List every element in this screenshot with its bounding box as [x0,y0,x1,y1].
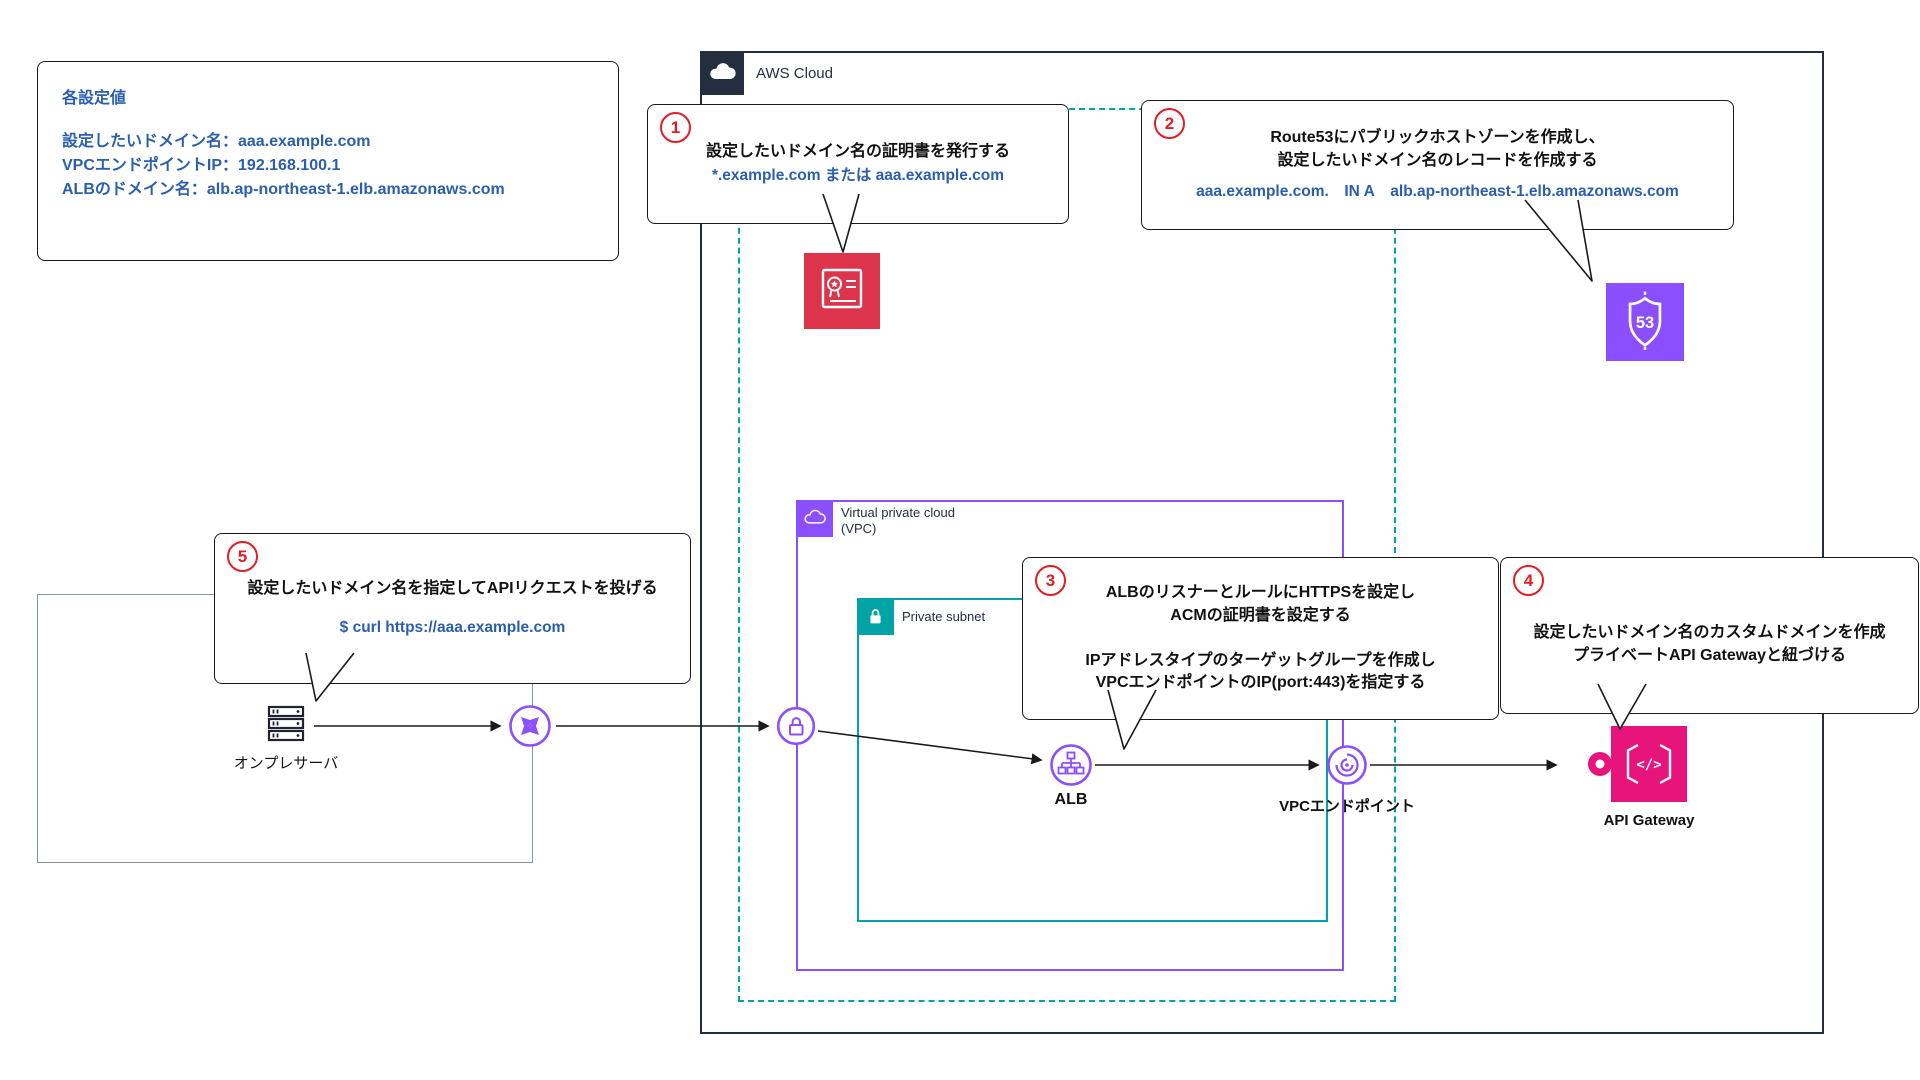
aws-cloud-icon [700,51,744,95]
callout-5-request: 5 設定したいドメイン名を指定してAPIリクエストを投げる $ curl htt… [214,533,691,684]
callout-3-alb: 3 ALBのリスナーとルールにHTTPSを設定し ACMの証明書を設定する IP… [1022,557,1499,720]
callout-3-line2: ACMの証明書を設定する [1170,606,1351,624]
callout-4-line2: プライベートAPI Gatewayと紐づける [1573,646,1846,664]
callout-3-line1: ALBのリスナーとルールにHTTPSを設定し [1105,584,1416,602]
callout-4-number: 4 [1513,565,1544,596]
callout-2-number: 2 [1154,108,1185,139]
callout-5-code: $ curl https://aaa.example.com [339,618,566,636]
onprem-server-icon [262,700,310,748]
callout-3-line5: VPCエンドポイントのIP(port:443)を指定する [1095,674,1426,692]
callout-5-number: 5 [227,541,258,572]
private-subnet-label: Private subnet [902,609,986,624]
config-line-alb-domain: ALBのドメイン名：alb.ap-northeast-1.elb.amazona… [62,181,505,198]
callout-2-line2: 設定したいドメイン名のレコードを作成する [1277,152,1598,169]
vpc-label-line2: (VPC) [841,521,877,537]
callout-1-acm: 1 設定したいドメイン名の証明書を発行する *.example.com または … [647,104,1069,224]
callout-1-code: *.example.com または aaa.example.com [711,167,1005,185]
private-subnet-icon [857,598,894,635]
callout-2-route53: 2 Route53にパブリックホストゾーンを作成し、 設定したいドメイン名のレコ… [1141,100,1734,230]
callout-2-line1: Route53にパブリックホストゾーンを作成し、 [1270,129,1605,147]
vpc-label: Virtual private cloud (VPC) [841,505,955,538]
aws-cloud-label: AWS Cloud [756,65,833,82]
aws-cloud-boundary [700,51,1824,1034]
callout-1-line: 設定したいドメイン名の証明書を発行する [705,142,1010,160]
callout-3-number: 3 [1035,565,1066,596]
alb-label: ALB [1054,791,1088,808]
api-gateway-icon: </> [1567,726,1687,802]
gateway-icon [508,704,552,748]
vpc-endpoint-icon [1326,744,1368,786]
alb-icon [1049,743,1093,787]
svg-text:</>: </> [1636,757,1661,773]
callout-3-line4: IPアドレスタイプのターゲットグループを作成し [1085,651,1436,669]
config-line-vpce-ip: VPCエンドポイントIP：192.168.100.1 [62,157,341,174]
vpc-label-line1: Virtual private cloud [841,505,955,520]
config-line-domain: 設定したいドメイン名：aaa.example.com [62,133,371,150]
onprem-server-label: オンプレサーバ [233,755,339,772]
callout-1-number: 1 [660,112,691,143]
callout-2-code: aaa.example.com. IN A alb.ap-northeast-1… [1196,182,1679,200]
config-box: 各設定値 設定したいドメイン名：aaa.example.com VPCエンドポイ… [37,61,619,261]
svg-text:53: 53 [1636,314,1654,332]
callout-4-apigw: 4 設定したいドメイン名のカスタムドメインを作成 プライベートAPI Gatew… [1500,557,1919,714]
config-title: 各設定値 [62,90,127,107]
vpc-icon [796,500,833,537]
callout-4-line1: 設定したいドメイン名のカスタムドメインを作成 [1533,623,1886,641]
lock-circle-icon [776,706,816,746]
api-gateway-label: API Gateway [1603,812,1695,829]
acm-certificate-icon [804,253,880,329]
route53-icon: 53 [1606,283,1684,361]
callout-5-line1: 設定したいドメイン名を指定してAPIリクエストを投げる [247,580,658,598]
vpc-endpoint-label: VPCエンドポイント [1279,798,1415,815]
